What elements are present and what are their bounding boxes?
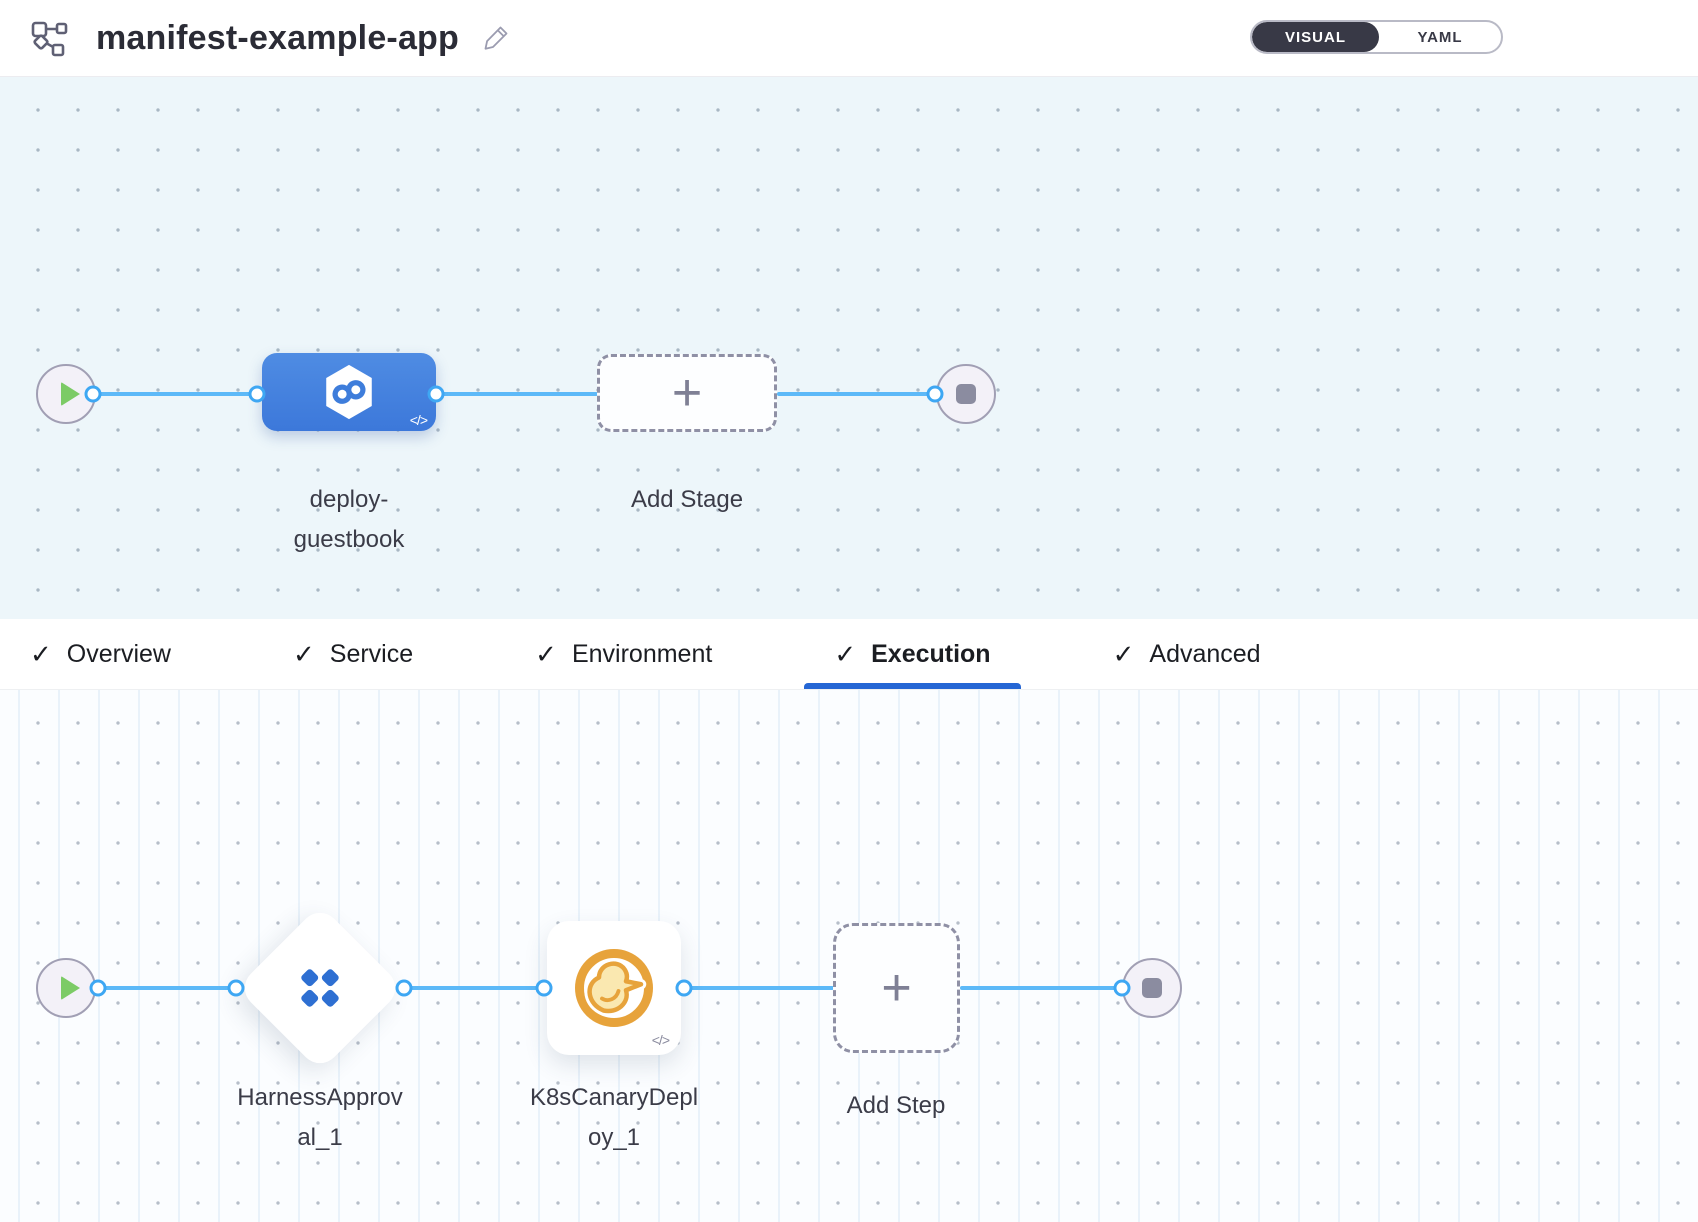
header: manifest-example-app VISUAL YAML [0,0,1698,77]
checkmark-icon: ✓ [292,638,315,669]
connector-point[interactable] [1113,979,1131,997]
stage-code-badge[interactable]: </> [409,412,428,428]
add-step-label: Add Step [846,1092,946,1119]
connector-point[interactable] [395,979,413,997]
plus-icon: + [881,959,912,1017]
connector-wire [93,392,258,396]
connector-wire [684,986,834,990]
pipeline-graph-icon [28,16,72,60]
connector-point[interactable] [675,979,693,997]
pipeline-end-node [936,364,996,424]
stop-square-icon [956,384,976,404]
step-node-harness-approval[interactable] [236,904,404,1072]
step-node-k8s-canary-deploy[interactable]: </> [547,921,681,1055]
tab-environment[interactable]: ✓ Environment [535,638,713,669]
execution-start-node [36,958,96,1018]
connector-point[interactable] [227,979,245,997]
stage-config-tabs: ✓ Overview ✓ Service ✓ Environment ✓ Exe… [0,619,1698,690]
stage-name-label: deploy-guestbook [293,486,405,553]
connector-point[interactable] [89,979,107,997]
plus-icon: + [671,364,703,422]
visual-yaml-toggle: VISUAL YAML [1250,20,1503,54]
stop-square-icon [1142,978,1162,998]
stage-node-deploy-guestbook[interactable]: </> [262,353,436,431]
add-step-button[interactable]: + [833,923,960,1053]
tab-advanced[interactable]: ✓ Advanced [1112,638,1261,669]
play-icon [60,976,80,1000]
connector-wire [777,392,936,396]
checkmark-icon: ✓ [535,638,557,669]
checkmark-icon: ✓ [30,638,52,669]
active-tab-underline [804,683,1021,689]
canary-bird-icon [566,940,662,1036]
step-code-badge[interactable]: </> [651,1032,670,1048]
tab-execution[interactable]: ✓ Execution [804,619,1021,689]
connector-wire [404,986,545,990]
toggle-yaml-button[interactable]: YAML [1417,28,1463,46]
add-stage-label: Add Stage [630,486,744,513]
pipeline-title: manifest-example-app [96,18,459,57]
connector-wire [436,392,598,396]
play-icon [60,382,80,406]
tab-overview[interactable]: ✓ Overview [30,638,171,669]
connector-point[interactable] [535,979,553,997]
add-stage-button[interactable]: + [597,354,777,432]
stage-canvas[interactable]: </> deploy-guestbook + Add Stage [0,76,1698,619]
tab-service[interactable]: ✓ Service [292,638,414,669]
checkmark-icon: ✓ [1112,638,1135,669]
connector-wire [98,986,237,990]
execution-end-node [1122,958,1182,1018]
edit-pencil-icon[interactable] [481,23,511,53]
checkmark-icon: ✓ [834,638,857,669]
step-name-label: HarnessApproval_1 [237,1084,403,1151]
step-name-label: K8sCanaryDeploy_1 [529,1084,699,1151]
connector-wire [960,986,1123,990]
connector-point[interactable] [926,385,944,403]
connector-point[interactable] [84,385,102,403]
execution-canvas[interactable]: </> + HarnessApproval_1 K8sCanaryDeploy_… [0,689,1698,1222]
connector-point[interactable] [248,385,266,403]
cd-hexagon-infinity-icon [318,361,380,423]
connector-point[interactable] [427,385,445,403]
toggle-visual-button[interactable]: VISUAL [1252,22,1379,52]
